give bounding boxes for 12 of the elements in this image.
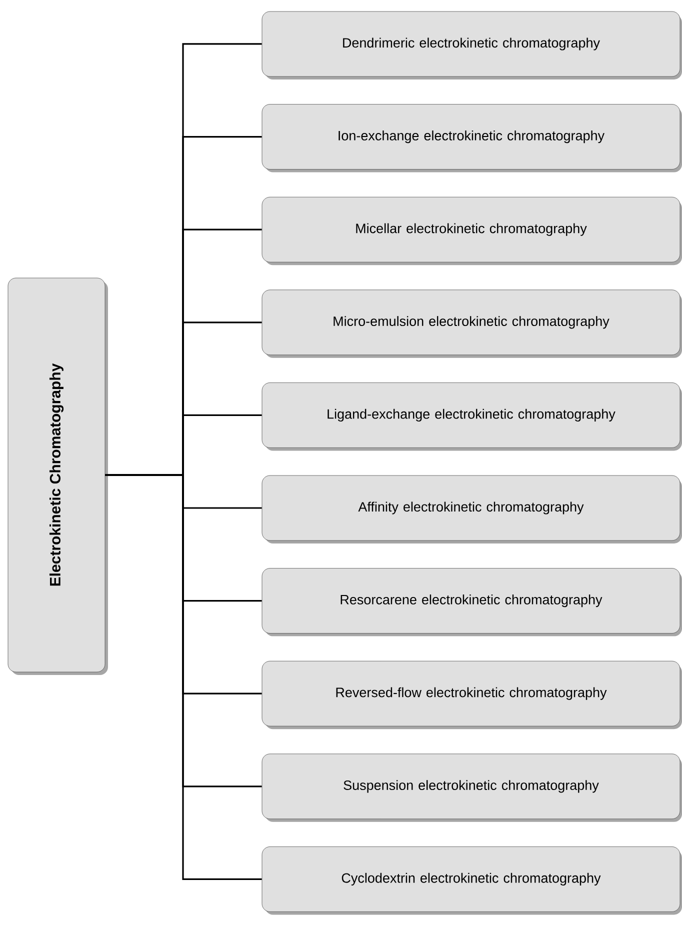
category-box: Cyclodextrin electrokinetic chromatography (262, 846, 682, 915)
category-box: Micro-emulsion electrokinetic chromatography (262, 290, 682, 358)
category-box: Reversed-flow electrokinetic chromatography (262, 660, 682, 730)
category-box: Resorcarene electrokinetic chromatography (262, 568, 682, 636)
root-box: Electrokinetic Chromatography (8, 278, 108, 675)
category-box: Ligand-exchange electrokinetic chromatography (262, 382, 682, 451)
connector-line (105, 474, 262, 880)
category-box: Dendrimeric electrokinetic chromatography (262, 11, 682, 80)
category-box: Suspension electrokinetic chromatography (262, 754, 682, 822)
category-box: Affinity electrokinetic chromatography (262, 475, 682, 544)
category-box: Ion-exchange electrokinetic chromatography (262, 104, 682, 172)
category-box: Micellar electrokinetic chromatography (262, 196, 682, 266)
